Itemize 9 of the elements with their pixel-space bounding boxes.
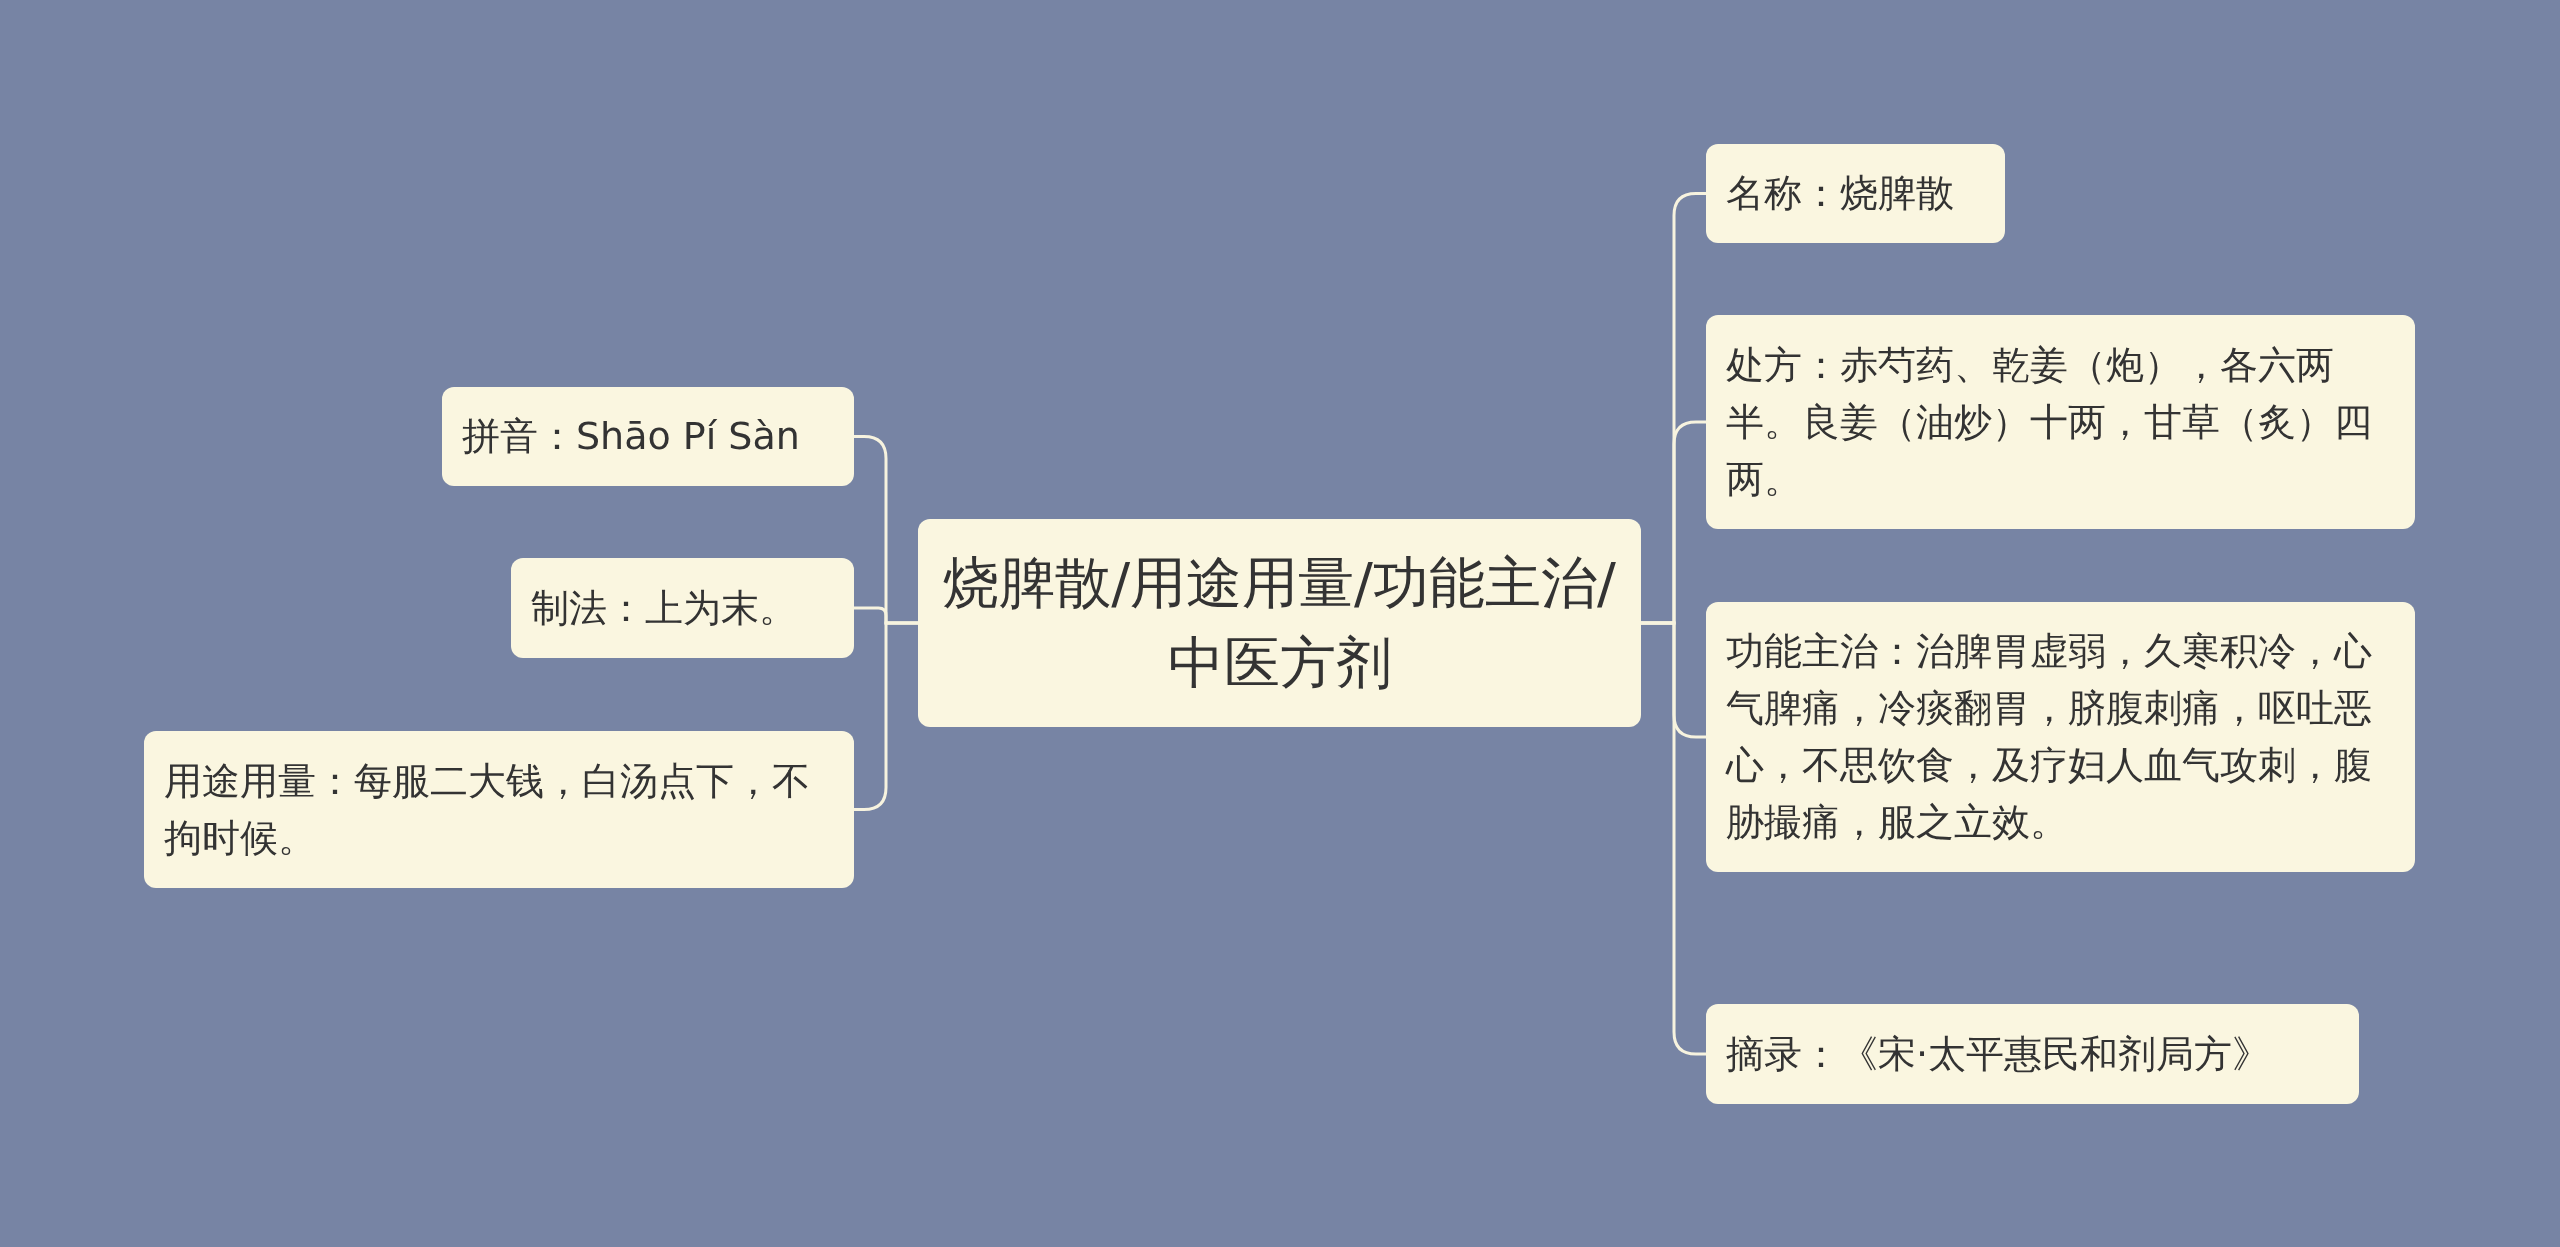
branch-box: 名称：烧脾散	[1706, 144, 2005, 243]
branch-box: 处方：赤芍药、乾姜（炮），各六两半。良姜（油炒）十两，甘草（炙）四两。	[1706, 315, 2415, 529]
connector-line	[854, 621, 918, 811]
topic-box: 烧脾散/用途用量/功能主治/中医方剂	[918, 519, 1641, 727]
branch-box: 用途用量：每服二大钱，白汤点下，不拘时候。	[144, 731, 854, 888]
branch-box: 制法：上为末。	[511, 558, 854, 658]
branch-box: 功能主治：治脾胃虚弱，久寒积冷，心气脾痛，冷痰翻胃，脐腹刺痛，呕吐恶心，不思饮食，及疗妇人血气攻刺，腹胁撮痛，服之立效。	[1706, 602, 2415, 872]
branch-box: 摘录：《宋·太平惠民和剂局方》	[1706, 1004, 2359, 1104]
branch-box: 拼音：Shāo Pí Sàn	[442, 387, 854, 486]
